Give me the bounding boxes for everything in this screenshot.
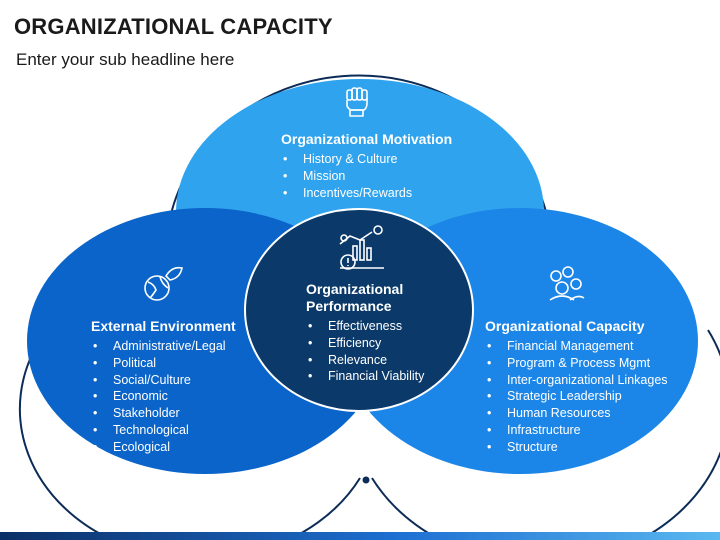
- motivation-block: Organizational Motivation History & Cult…: [281, 131, 452, 201]
- list-item: Program & Process Mgmt: [485, 355, 668, 372]
- list-item: Infrastructure: [485, 422, 668, 439]
- page-subtitle: Enter your sub headline here: [16, 50, 235, 69]
- raised-fist-icon: [346, 87, 368, 117]
- capacity-title: Organizational Capacity: [485, 318, 645, 334]
- motivation-title: Organizational Motivation: [281, 131, 453, 147]
- list-item: Strategic Leadership: [485, 388, 668, 405]
- globe-leaf-icon: [144, 266, 183, 301]
- list-item: Mission: [281, 168, 452, 185]
- performance-title-line1: Organizational: [306, 281, 404, 297]
- list-item: Incentives/Rewards: [281, 185, 452, 202]
- list-item: Administrative/Legal: [91, 338, 236, 355]
- performance-block: Organizational Performance Effectiveness…: [306, 281, 424, 385]
- capacity-list: Financial Management Program & Process M…: [485, 338, 668, 456]
- list-item: Stakeholder: [91, 405, 236, 422]
- page-title: ORGANIZATIONAL CAPACITY: [14, 14, 333, 39]
- list-item: Effectiveness: [306, 318, 424, 335]
- environment-block: External Environment Administrative/Lega…: [91, 318, 236, 456]
- list-item: Relevance: [306, 352, 424, 369]
- list-item: Financial Viability: [306, 368, 424, 385]
- list-item: History & Culture: [281, 151, 452, 168]
- list-item: Social/Culture: [91, 372, 236, 389]
- performance-title-line2: Performance: [306, 298, 392, 314]
- performance-list: Effectiveness Efficiency Relevance Finan…: [306, 318, 424, 385]
- team-people-icon: [549, 266, 585, 301]
- list-item: Human Resources: [485, 405, 668, 422]
- outline-dot-bottom: [362, 476, 370, 484]
- performance-title: Organizational Performance: [306, 281, 424, 315]
- list-item: Inter-organizational Linkages: [485, 372, 668, 389]
- capacity-block: Organizational Capacity Financial Manage…: [485, 318, 668, 456]
- list-item: Ecological: [91, 439, 236, 456]
- performance-chart-icon: [339, 225, 384, 270]
- bottom-accent-bar: [0, 532, 720, 540]
- list-item: Structure: [485, 439, 668, 456]
- list-item: Technological: [91, 422, 236, 439]
- environment-list: Administrative/Legal Political Social/Cu…: [91, 338, 236, 456]
- list-item: Economic: [91, 388, 236, 405]
- list-item: Efficiency: [306, 335, 424, 352]
- environment-title: External Environment: [91, 318, 236, 334]
- list-item: Political: [91, 355, 236, 372]
- motivation-list: History & Culture Mission Incentives/Rew…: [281, 151, 452, 201]
- bottom-outline-arc: [18, 339, 361, 540]
- list-item: Financial Management: [485, 338, 668, 355]
